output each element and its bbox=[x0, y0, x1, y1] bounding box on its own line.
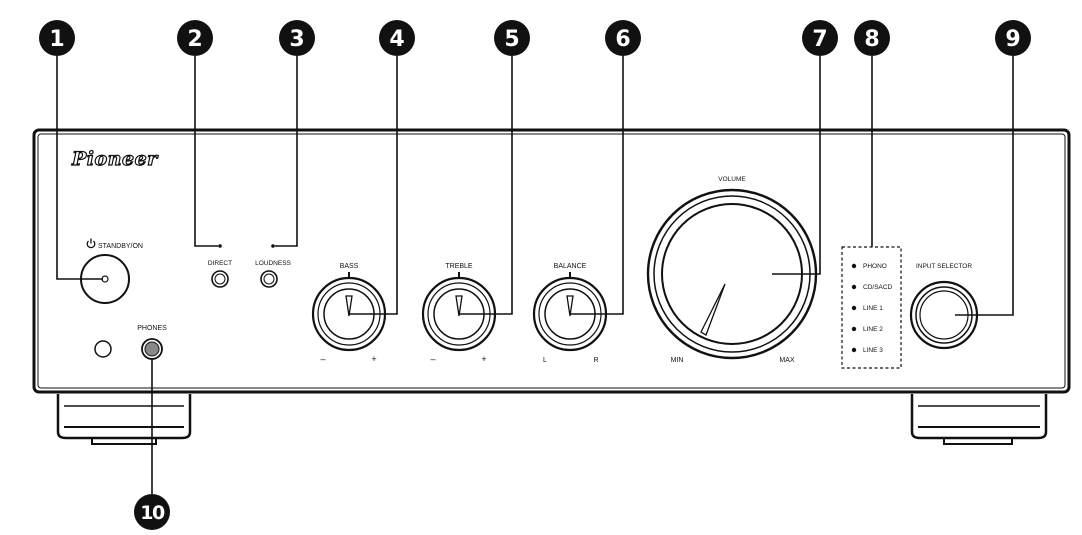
balance-max-label: R bbox=[593, 357, 598, 364]
balance-label: BALANCE bbox=[554, 263, 587, 270]
svg-text:8: 8 bbox=[864, 27, 879, 52]
input-indicator-phono: PHONO bbox=[863, 263, 887, 270]
loudness-button[interactable] bbox=[260, 270, 278, 288]
balance-min-label: L bbox=[543, 357, 547, 364]
svg-text:9: 9 bbox=[1005, 27, 1020, 52]
loudness-indicator bbox=[271, 244, 275, 248]
treble-min-label: – bbox=[430, 354, 435, 364]
svg-text:6: 6 bbox=[615, 27, 630, 52]
callout-8: 8 bbox=[854, 20, 890, 56]
volume-min-label: MIN bbox=[671, 357, 684, 364]
treble-label: TREBLE bbox=[445, 263, 473, 270]
svg-text:Pioneer: Pioneer bbox=[71, 148, 159, 170]
bass-min-label: – bbox=[320, 354, 325, 364]
standby-on-label: STANDBY/ON bbox=[98, 243, 143, 250]
callout-6: 6 bbox=[605, 20, 641, 56]
treble-max-label: + bbox=[481, 354, 486, 364]
front-panel bbox=[32, 128, 1071, 394]
callout-4: 4 bbox=[379, 20, 415, 56]
callout-9: 9 bbox=[995, 20, 1031, 56]
phones-jack[interactable] bbox=[141, 338, 163, 360]
svg-text:4: 4 bbox=[389, 27, 404, 52]
input-indicator-line1: LINE 1 bbox=[863, 305, 883, 312]
front-panel-inner bbox=[37, 133, 1066, 389]
direct-indicator bbox=[218, 244, 222, 248]
foot-right bbox=[910, 394, 1048, 445]
direct-button[interactable] bbox=[211, 270, 229, 288]
callout-7: 7 bbox=[802, 20, 838, 56]
input-indicator-line3: LINE 3 bbox=[863, 347, 883, 354]
foot-left bbox=[56, 394, 192, 445]
bass-label: BASS bbox=[340, 263, 359, 270]
input-indicator-cd-sacd: CD/SACD bbox=[863, 284, 893, 291]
svg-text:3: 3 bbox=[289, 27, 304, 52]
pioneer-logo: Pioneer bbox=[70, 147, 159, 170]
svg-text:7: 7 bbox=[812, 27, 827, 52]
volume-max-label: MAX bbox=[779, 357, 795, 364]
callout-10: 10 bbox=[134, 494, 170, 530]
input-selector-label: INPUT SELECTOR bbox=[916, 263, 972, 270]
svg-text:2: 2 bbox=[187, 27, 202, 52]
callout-2: 2 bbox=[177, 20, 213, 56]
input-indicator-list: PHONO CD/SACD LINE 1 LINE 2 LINE 3 bbox=[851, 263, 893, 354]
callout-1: 1 bbox=[39, 20, 75, 56]
direct-label: DIRECT bbox=[208, 260, 232, 267]
volume-label: VOLUME bbox=[718, 176, 746, 183]
svg-text:10: 10 bbox=[140, 502, 165, 524]
svg-text:1: 1 bbox=[49, 27, 64, 52]
bass-max-label: + bbox=[371, 354, 376, 364]
svg-text:5: 5 bbox=[504, 27, 519, 52]
loudness-label: LOUDNESS bbox=[255, 260, 291, 267]
phones-label: PHONES bbox=[137, 325, 167, 332]
input-indicator-line2: LINE 2 bbox=[863, 326, 883, 333]
power-icon bbox=[86, 238, 96, 249]
callout-5: 5 bbox=[494, 20, 530, 56]
callout-3: 3 bbox=[279, 20, 315, 56]
leader-lines bbox=[56, 56, 1014, 494]
remote-sensor bbox=[94, 340, 112, 358]
